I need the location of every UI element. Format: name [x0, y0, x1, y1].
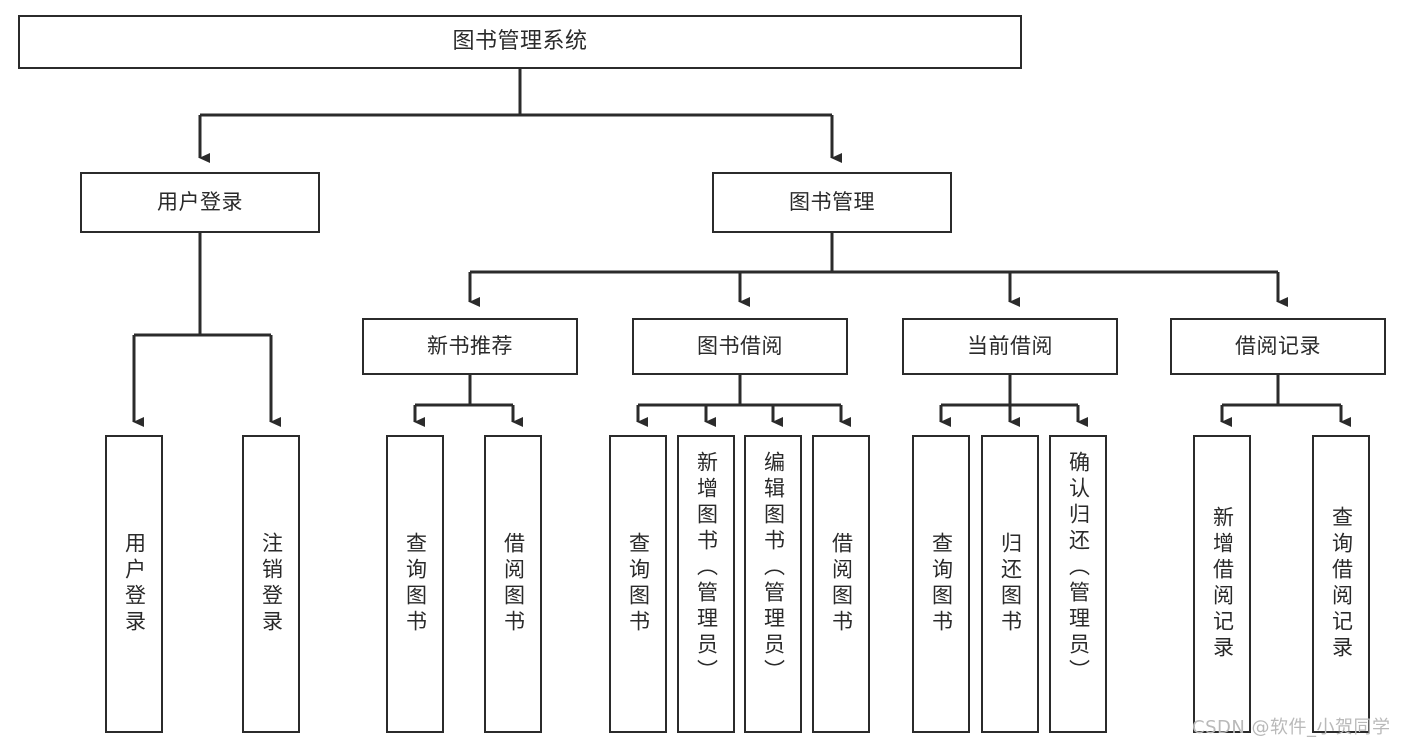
leaf-add-book-admin[interactable]: 新增图书（管理员）: [677, 435, 735, 733]
node-label: 图书管理: [789, 189, 875, 214]
leaf-logout[interactable]: 注销登录: [242, 435, 300, 733]
node-label: 查询借阅记录: [1329, 506, 1354, 662]
leaf-edit-book-admin[interactable]: 编辑图书（管理员）: [744, 435, 802, 733]
node-label: 确认归还（管理员）: [1066, 451, 1091, 685]
node-label: 查询图书: [626, 532, 651, 636]
leaf-borrow-book-recommend[interactable]: 借阅图书: [484, 435, 542, 733]
node-label: 编辑图书（管理员）: [761, 451, 786, 685]
watermark-csdn: CSDN @软件_小贺同学: [1192, 717, 1391, 738]
leaf-borrow-book[interactable]: 借阅图书: [812, 435, 870, 733]
node-label: 借阅记录: [1235, 333, 1321, 358]
node-label: 借阅图书: [501, 532, 526, 636]
node-label: 新增图书（管理员）: [694, 451, 719, 685]
node-root-system[interactable]: 图书管理系统: [18, 15, 1022, 69]
leaf-query-book-recommend[interactable]: 查询图书: [386, 435, 444, 733]
node-new-book-recommend[interactable]: 新书推荐: [362, 318, 578, 375]
leaf-query-borrow-record[interactable]: 查询借阅记录: [1312, 435, 1370, 733]
node-book-borrow[interactable]: 图书借阅: [632, 318, 848, 375]
leaf-query-book-borrow[interactable]: 查询图书: [609, 435, 667, 733]
node-user-login[interactable]: 用户登录: [80, 172, 320, 233]
node-book-management[interactable]: 图书管理: [712, 172, 952, 233]
node-label: 用户登录: [122, 532, 147, 636]
node-borrow-record[interactable]: 借阅记录: [1170, 318, 1386, 375]
node-label: 新书推荐: [427, 333, 513, 358]
leaf-query-book-current[interactable]: 查询图书: [912, 435, 970, 733]
leaf-return-book[interactable]: 归还图书: [981, 435, 1039, 733]
node-label: 注销登录: [259, 532, 284, 636]
node-label: 图书借阅: [697, 333, 783, 358]
node-label: 查询图书: [403, 532, 428, 636]
leaf-add-borrow-record[interactable]: 新增借阅记录: [1193, 435, 1251, 733]
node-label: 当前借阅: [967, 333, 1053, 358]
node-label: 用户登录: [157, 189, 243, 214]
node-current-borrow[interactable]: 当前借阅: [902, 318, 1118, 375]
node-label: 图书管理系统: [452, 28, 588, 54]
node-label: 新增借阅记录: [1210, 506, 1235, 662]
node-label: 借阅图书: [829, 532, 854, 636]
node-label: 查询图书: [929, 532, 954, 636]
node-label: 归还图书: [998, 532, 1023, 636]
leaf-user-login[interactable]: 用户登录: [105, 435, 163, 733]
leaf-confirm-return-admin[interactable]: 确认归还（管理员）: [1049, 435, 1107, 733]
